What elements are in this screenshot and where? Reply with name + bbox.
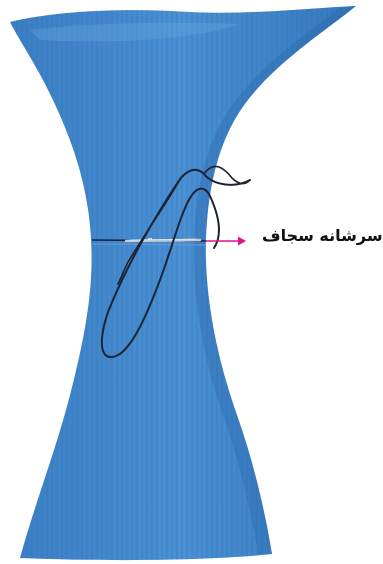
hem-label: سرشانه سجاف	[262, 226, 383, 245]
fabric-texture	[10, 6, 356, 560]
pointer-arrow	[206, 237, 246, 246]
